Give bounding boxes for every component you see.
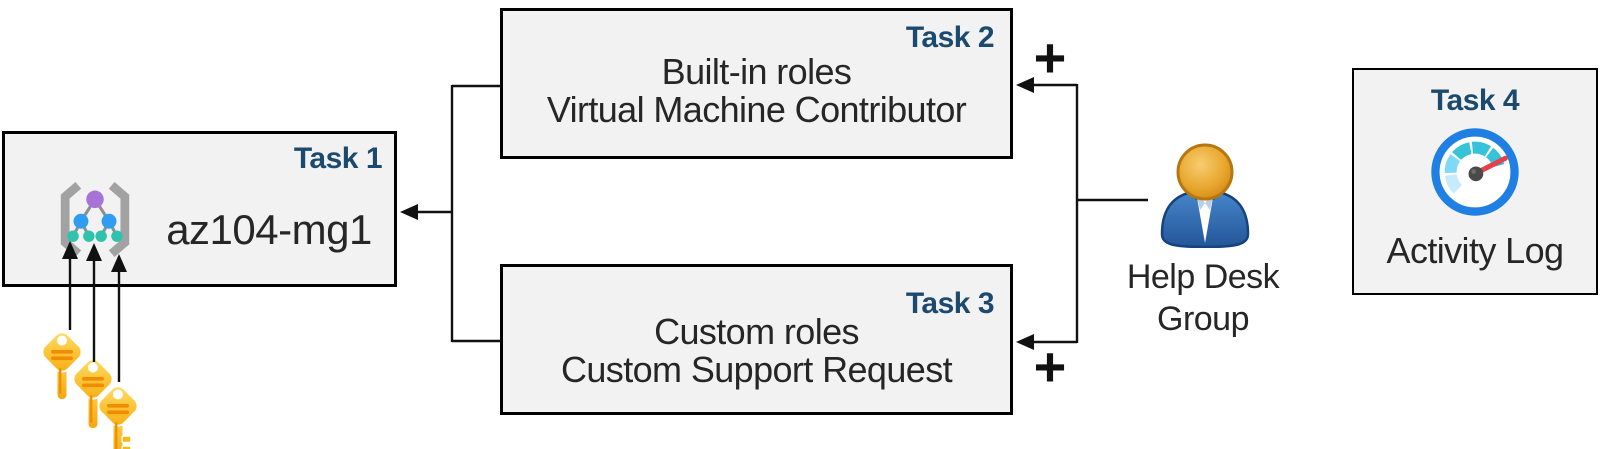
task2-line1: Built-in roles (661, 51, 852, 92)
task3-line2: Custom Support Request (560, 349, 953, 390)
management-group-icon (60, 181, 130, 258)
task1-title: az104-mg1 (166, 206, 372, 253)
task4-title: Activity Log (1386, 230, 1564, 271)
task3-label: Task 3 (905, 287, 995, 320)
keys-icon (41, 331, 139, 449)
helpdesk-group-label: Help Desk Group (1103, 256, 1303, 340)
plus-sign-task3: + (1033, 335, 1067, 398)
key-icon-2 (72, 358, 114, 430)
person-icon (1160, 143, 1250, 248)
task1-box: Task 1 az104-mg1 (2, 131, 397, 287)
gauge-icon (1431, 128, 1519, 216)
task3-box: Task 3 Custom roles Custom Support Reque… (500, 264, 1013, 415)
task1-label: Task 1 (293, 142, 383, 175)
helpdesk-label-line1: Help Desk (1126, 258, 1280, 296)
task4-label: Task 4 (1430, 84, 1520, 117)
task4-box: Task 4 Activity Log (1352, 68, 1598, 295)
task2-label: Task 2 (905, 21, 995, 54)
key-icon-3 (97, 385, 139, 449)
task2-box: Task 2 Built-in roles Virtual Machine Co… (500, 8, 1013, 159)
task3-line1: Custom roles (654, 311, 859, 352)
helpdesk-label-line2: Group (1157, 300, 1250, 338)
key-icon-1 (41, 331, 83, 401)
plus-sign-task2: + (1033, 26, 1067, 89)
task2-line2: Virtual Machine Contributor (546, 89, 967, 130)
